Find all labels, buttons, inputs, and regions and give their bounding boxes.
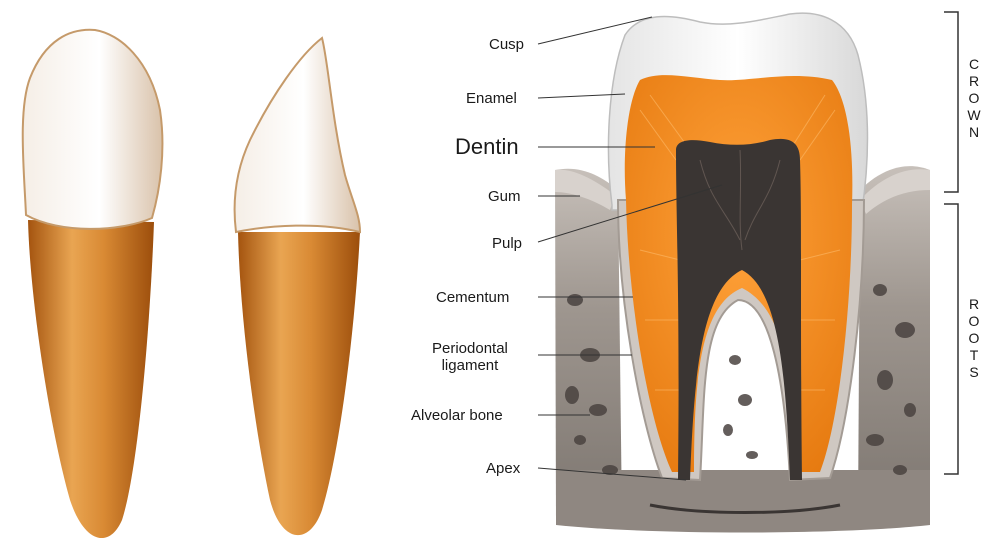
incisor-front-view: [23, 30, 163, 538]
label-periodontal-line2: ligament: [432, 357, 508, 374]
label-cusp: Cusp: [489, 36, 524, 53]
label-pulp: Pulp: [492, 235, 522, 252]
label-alveolar-bone: Alveolar bone: [411, 407, 503, 424]
incisor-side-view: [235, 38, 360, 535]
bracket-label-roots: ROOTS: [966, 296, 982, 381]
label-periodontal-line1: Periodontal: [432, 340, 508, 357]
label-periodontal-ligament: Periodontal ligament: [432, 340, 508, 374]
label-cementum: Cementum: [436, 289, 509, 306]
label-apex: Apex: [486, 460, 520, 477]
bracket-label-crown: CROWN: [966, 56, 982, 141]
label-dentin: Dentin: [455, 135, 519, 159]
label-gum: Gum: [488, 188, 521, 205]
label-enamel: Enamel: [466, 90, 517, 107]
tooth-cross-section: [555, 13, 930, 532]
section-brackets: [944, 12, 958, 474]
